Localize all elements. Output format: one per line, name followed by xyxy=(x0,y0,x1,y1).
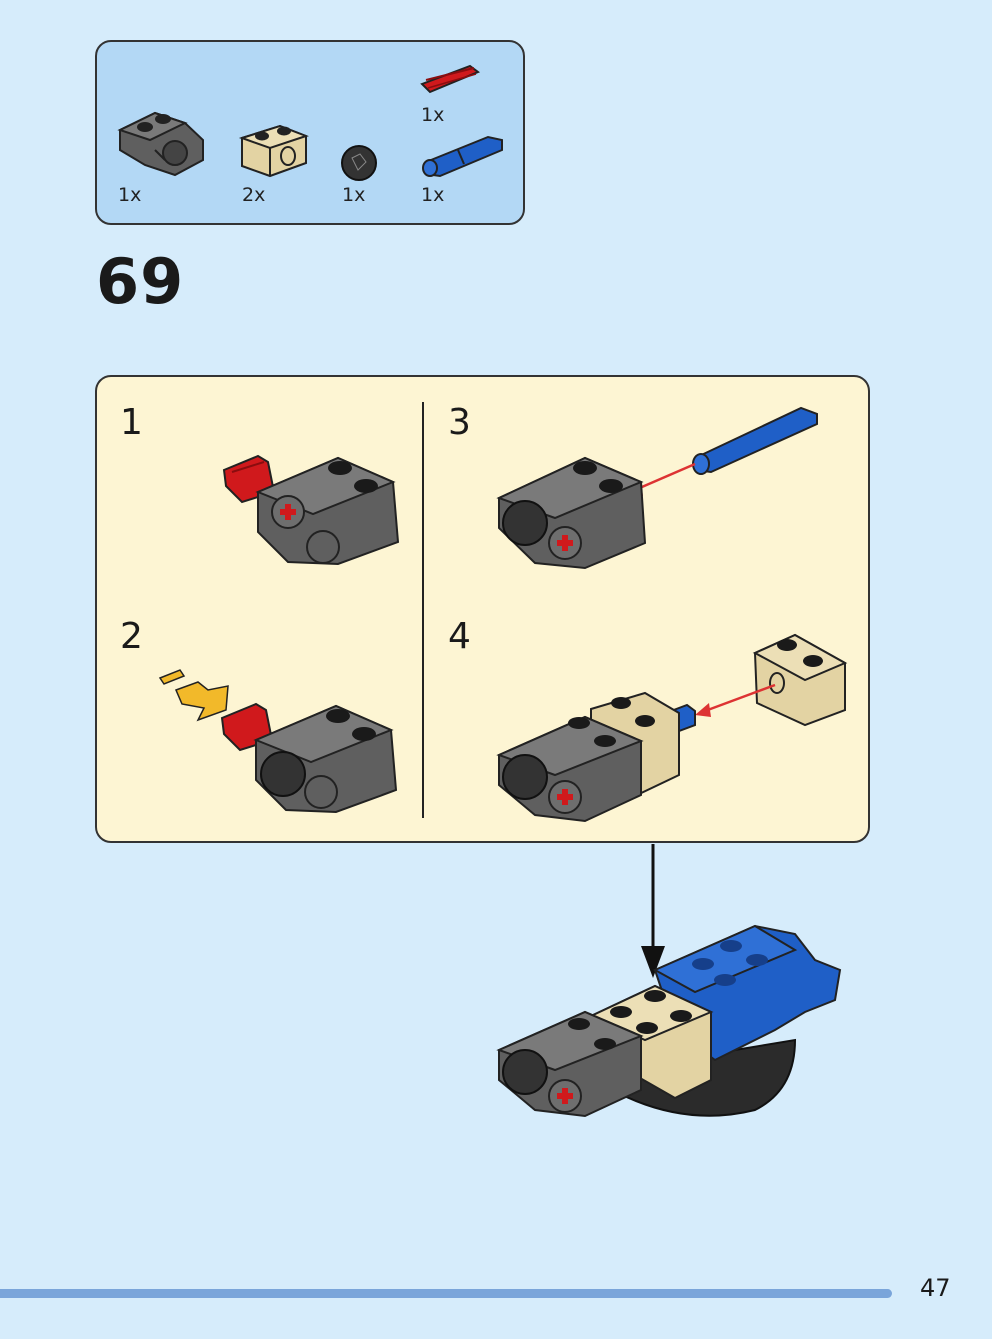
page-number: 47 xyxy=(920,1274,951,1302)
black-ball-part xyxy=(341,145,377,181)
progress-bar xyxy=(0,1289,892,1298)
blue-pin-part xyxy=(422,135,503,178)
red-axle-qty: 1x xyxy=(421,104,445,126)
substep-2-illustration xyxy=(158,669,398,814)
substep-4-number: 4 xyxy=(448,616,471,657)
tan-brick-part xyxy=(238,124,309,178)
black-ball-qty: 1x xyxy=(342,184,366,206)
substep-1-number: 1 xyxy=(120,402,143,443)
gray-beam-connector-part xyxy=(117,111,204,177)
substep-3-illustration xyxy=(496,406,818,570)
step-result-arrow xyxy=(641,844,665,978)
result-model-illustration xyxy=(496,924,842,1118)
tan-brick-qty: 2x xyxy=(242,184,266,206)
red-axle-part xyxy=(420,64,480,94)
substep-4-illustration xyxy=(496,633,848,823)
step-number: 69 xyxy=(96,245,185,318)
panel-divider xyxy=(422,402,424,818)
substep-2-number: 2 xyxy=(120,616,143,657)
substep-3-number: 3 xyxy=(448,402,471,443)
gray-beam-connector-qty: 1x xyxy=(118,184,142,206)
substep-1-illustration xyxy=(222,454,400,566)
blue-pin-qty: 1x xyxy=(421,184,445,206)
